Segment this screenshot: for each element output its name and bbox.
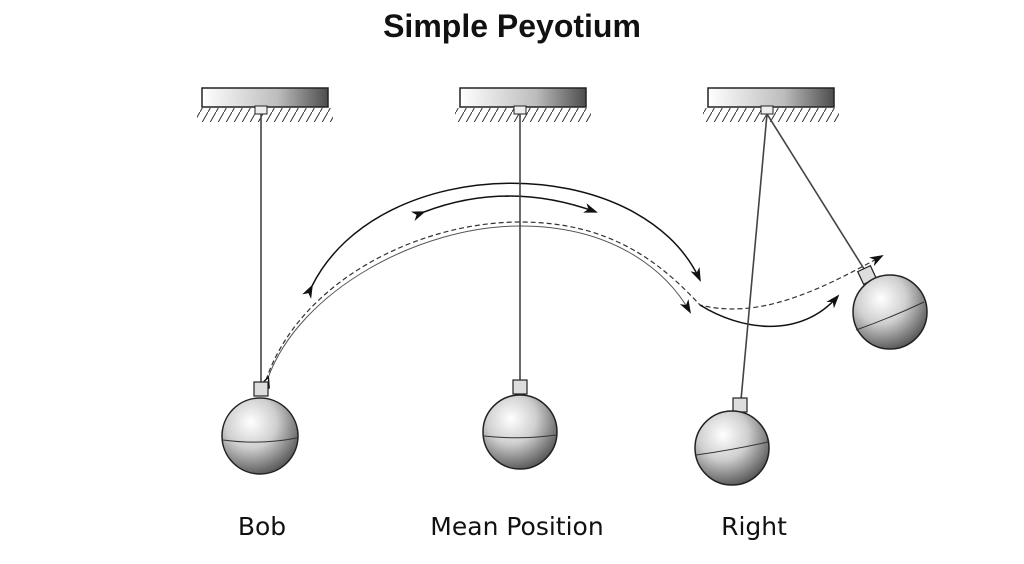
ceiling-support-left xyxy=(197,87,333,122)
string-right-displaced xyxy=(740,113,768,401)
bob-right-swung xyxy=(852,264,928,350)
swing-arc-inner xyxy=(411,195,598,221)
swing-return-arrow xyxy=(699,294,840,327)
ceiling-support-right xyxy=(703,87,839,122)
bob-left xyxy=(221,381,299,475)
bob-trajectory-dashed xyxy=(265,221,884,381)
diagram-title: Simple Peyotium xyxy=(383,8,641,44)
label-mean-position: Mean Position xyxy=(430,512,604,541)
bob-middle xyxy=(482,379,558,470)
ceiling-support-middle xyxy=(455,87,591,122)
label-right: Right xyxy=(721,512,787,541)
swing-arc-outer xyxy=(302,182,701,299)
bob-right-displaced xyxy=(694,397,770,486)
string-right-swung xyxy=(766,113,867,273)
label-bob: Bob xyxy=(237,512,287,541)
bob-trajectory-thin xyxy=(268,225,690,378)
